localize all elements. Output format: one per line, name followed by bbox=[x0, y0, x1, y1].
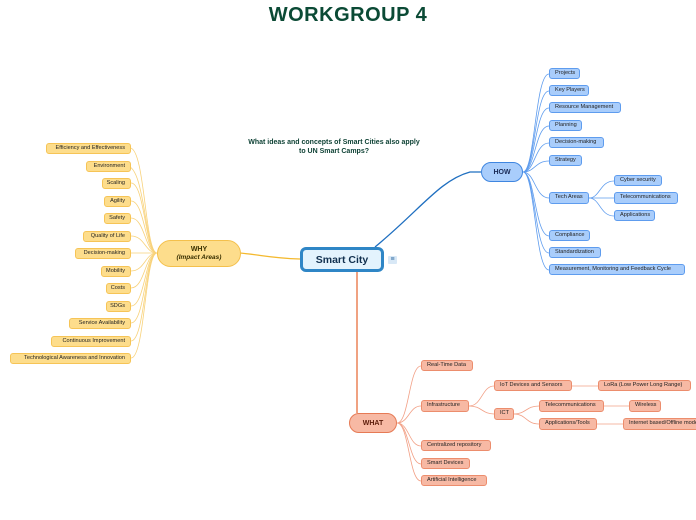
why-item-tech-awareness[interactable]: Technological Awareness and Innovation bbox=[10, 353, 131, 364]
notes-icon[interactable]: ≡ bbox=[388, 256, 397, 264]
why-item-decision-making[interactable]: Decision-making bbox=[75, 248, 131, 259]
how-item-resource-management[interactable]: Resource Management bbox=[549, 102, 621, 113]
infra-ict[interactable]: ICT bbox=[494, 408, 514, 420]
question-note: What ideas and concepts of Smart Cities … bbox=[248, 139, 420, 155]
how-item-standardization[interactable]: Standardization bbox=[549, 247, 601, 258]
why-item-sdgs[interactable]: SDGs bbox=[106, 301, 131, 312]
how-item-measurement[interactable]: Measurement, Monitoring and Feedback Cyc… bbox=[549, 264, 685, 275]
what-item-artificial-intelligence[interactable]: Artificial Intelligence bbox=[421, 475, 487, 486]
what-links bbox=[396, 365, 629, 482]
how-links bbox=[522, 73, 615, 271]
why-item-costs[interactable]: Costs bbox=[106, 283, 131, 294]
iot-lora[interactable]: LoRa (Low Power Long Range) bbox=[598, 380, 691, 391]
why-item-mobility[interactable]: Mobility bbox=[101, 266, 131, 277]
why-item-quality-of-life[interactable]: Quality of Life bbox=[83, 231, 131, 242]
tech-area-telecommunications[interactable]: Telecommunications bbox=[614, 192, 678, 204]
how-item-planning[interactable]: Planning bbox=[549, 120, 582, 131]
why-item-continuous-improvement[interactable]: Continuous Improvement bbox=[51, 336, 131, 347]
how-item-compliance[interactable]: Compliance bbox=[549, 230, 590, 241]
ict-telecommunications[interactable]: Telecommunications bbox=[539, 400, 604, 412]
branch-how[interactable]: HOW bbox=[481, 162, 523, 182]
what-item-real-time-data[interactable]: Real-Time Data bbox=[421, 360, 473, 371]
central-topic[interactable]: Smart City bbox=[300, 247, 384, 272]
tech-area-applications[interactable]: Applications bbox=[614, 210, 655, 221]
what-item-infrastructure[interactable]: Infrastructure bbox=[421, 400, 469, 412]
telecom-wireless[interactable]: Wireless bbox=[629, 400, 661, 412]
why-item-environment[interactable]: Environment bbox=[86, 161, 131, 172]
why-item-scaling[interactable]: Scaling bbox=[102, 178, 131, 189]
how-item-tech-areas[interactable]: Tech Areas bbox=[549, 192, 589, 204]
what-item-centralized-repository[interactable]: Centralized repository bbox=[421, 440, 491, 451]
how-item-key-players[interactable]: Key Players bbox=[549, 85, 589, 96]
link-central-why bbox=[239, 252, 301, 260]
how-item-projects[interactable]: Projects bbox=[549, 68, 580, 79]
how-item-strategy[interactable]: Strategy bbox=[549, 155, 582, 166]
branch-why-sublabel: (Impact Areas) bbox=[176, 254, 222, 261]
branch-why-label: WHY bbox=[190, 246, 208, 253]
infra-iot-devices[interactable]: IoT Devices and Sensors bbox=[494, 380, 572, 391]
tech-area-cyber-security[interactable]: Cyber security bbox=[614, 175, 662, 186]
how-item-decision-making[interactable]: Decision-making bbox=[549, 137, 604, 148]
page-title: WORKGROUP 4 bbox=[268, 4, 428, 26]
why-links bbox=[126, 147, 158, 359]
branch-why[interactable]: WHY (Impact Areas) bbox=[157, 240, 241, 267]
link-central-how bbox=[374, 171, 481, 248]
branch-what-label: WHAT bbox=[362, 419, 384, 427]
why-item-agility[interactable]: Agility bbox=[104, 196, 131, 207]
apps-internet-offline[interactable]: Internet based/Offline mode bbox=[623, 418, 696, 430]
what-item-smart-devices[interactable]: Smart Devices bbox=[421, 458, 470, 469]
why-item-service-availability[interactable]: Service Availability bbox=[69, 318, 131, 329]
why-item-efficiency[interactable]: Efficiency and Effectiveness bbox=[46, 143, 131, 154]
ict-applications-tools[interactable]: Applications/Tools bbox=[539, 418, 597, 430]
branch-how-label: HOW bbox=[493, 168, 511, 176]
why-item-safety[interactable]: Safety bbox=[104, 213, 131, 224]
branch-what[interactable]: WHAT bbox=[349, 413, 397, 433]
